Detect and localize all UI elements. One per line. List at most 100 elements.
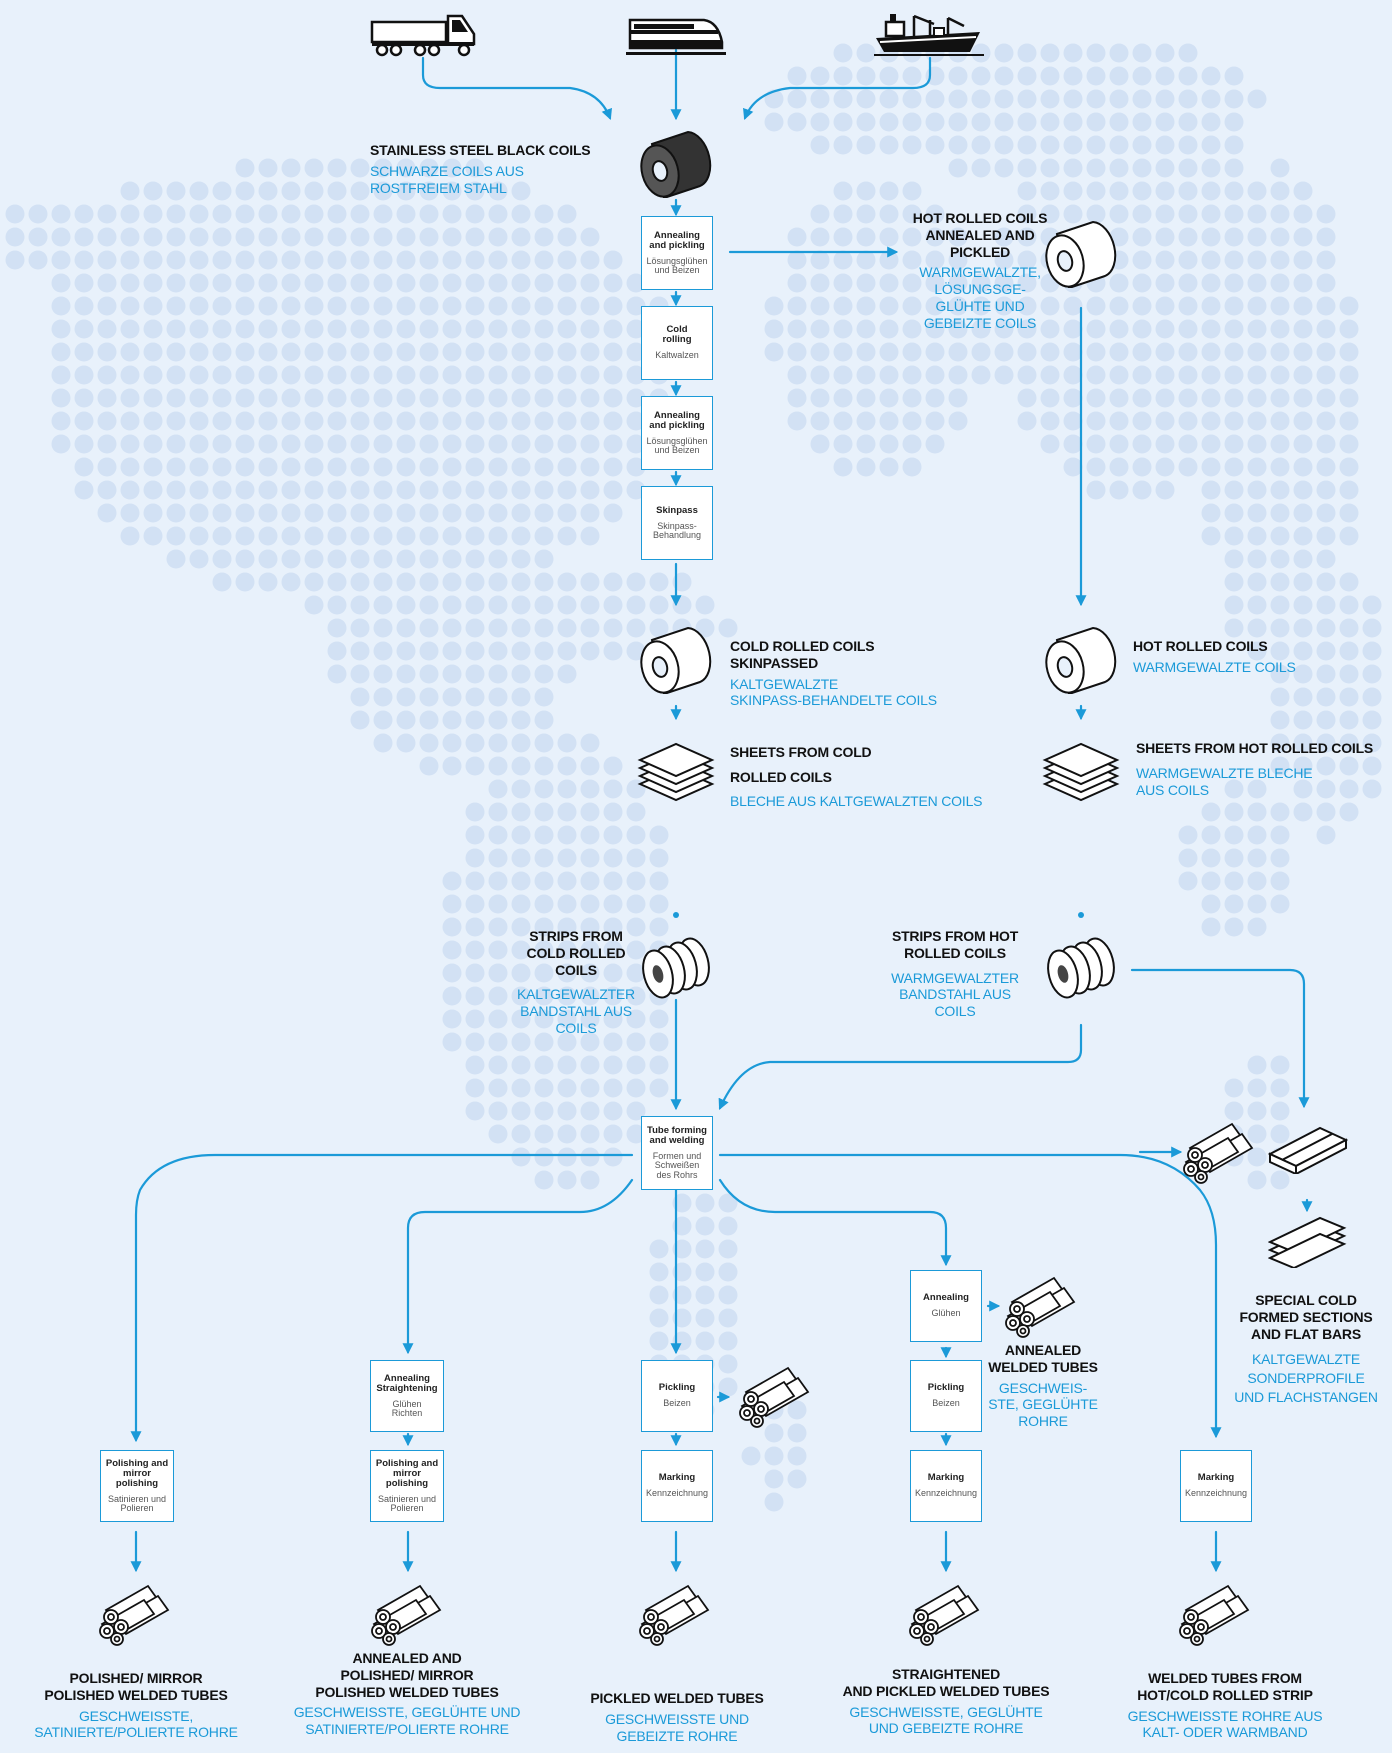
- map-dot: [1109, 89, 1129, 109]
- map-dot: [626, 825, 646, 845]
- map-dot: [373, 687, 393, 707]
- map-dot: [74, 434, 94, 454]
- map-dot: [557, 526, 577, 546]
- map-dot: [1155, 480, 1175, 500]
- map-dot: [1178, 43, 1198, 63]
- map-dot: [488, 618, 508, 638]
- map-dot: [695, 1239, 715, 1259]
- map-dot: [1178, 825, 1198, 845]
- map-dot: [557, 848, 577, 868]
- step-label: Tube forming and welding: [647, 1124, 707, 1146]
- map-dot: [833, 342, 853, 362]
- map-dot: [534, 618, 554, 638]
- map-dot: [534, 917, 554, 937]
- map-dot: [488, 871, 508, 891]
- map-dot: [1270, 595, 1290, 615]
- map-dot: [465, 595, 485, 615]
- map-dot: [1109, 365, 1129, 385]
- map-dot: [1293, 342, 1313, 362]
- map-dot: [994, 273, 1014, 293]
- map-dot: [1017, 66, 1037, 86]
- map-dot: [1339, 664, 1359, 684]
- map-dot: [810, 365, 830, 385]
- map-dot: [557, 1032, 577, 1052]
- map-dot: [1270, 480, 1290, 500]
- map-dot: [971, 319, 991, 339]
- map-dot: [879, 457, 899, 477]
- map-dot: [948, 89, 968, 109]
- map-dot: [396, 342, 416, 362]
- map-dot: [1270, 687, 1290, 707]
- map-dot: [419, 296, 439, 316]
- map-dot: [511, 848, 531, 868]
- map-dot: [465, 227, 485, 247]
- map-dot: [1109, 296, 1129, 316]
- map-dot: [511, 917, 531, 937]
- map-dot: [626, 457, 646, 477]
- map-dot: [1270, 296, 1290, 316]
- map-dot: [235, 250, 255, 270]
- map-dot: [488, 779, 508, 799]
- map-dot: [580, 825, 600, 845]
- map-dot: [465, 411, 485, 431]
- map-dot: [396, 411, 416, 431]
- map-dot: [304, 503, 324, 523]
- step-label-de: Satinieren und Polieren: [107, 1493, 167, 1513]
- step-label: Annealing: [923, 1292, 969, 1304]
- map-dot: [511, 526, 531, 546]
- step-polishing-b: Polishing and mirror polishing Satiniere…: [370, 1450, 444, 1522]
- map-dot: [511, 549, 531, 569]
- map-dot: [1201, 273, 1221, 293]
- map-dot: [649, 894, 669, 914]
- map-dot: [281, 181, 301, 201]
- map-dot: [1316, 342, 1336, 362]
- map-dot: [419, 250, 439, 270]
- map-dot: [1270, 411, 1290, 431]
- map-dot: [1339, 618, 1359, 638]
- map-dot: [1270, 181, 1290, 201]
- map-dot: [856, 342, 876, 362]
- map-dot: [603, 641, 623, 661]
- map-dot: [1201, 871, 1221, 891]
- map-dot: [580, 480, 600, 500]
- map-dot: [97, 342, 117, 362]
- map-dot: [511, 756, 531, 776]
- map-dot: [442, 503, 462, 523]
- map-dot: [419, 204, 439, 224]
- map-dot: [925, 273, 945, 293]
- map-dot: [419, 411, 439, 431]
- map-dot: [948, 296, 968, 316]
- map-dot: [258, 480, 278, 500]
- map-dot: [511, 894, 531, 914]
- map-dot: [350, 503, 370, 523]
- map-dot: [1086, 319, 1106, 339]
- map-dot: [1247, 342, 1267, 362]
- step-marking-b: Marking Kennzeichnung: [910, 1450, 982, 1522]
- map-dot: [1270, 1124, 1290, 1144]
- map-dot: [534, 480, 554, 500]
- map-dot: [879, 112, 899, 132]
- map-dot: [534, 273, 554, 293]
- map-dot: [1132, 43, 1152, 63]
- map-dot: [994, 66, 1014, 86]
- map-dot: [1293, 480, 1313, 500]
- map-dot: [1247, 365, 1267, 385]
- map-dot: [1316, 641, 1336, 661]
- map-dot: [534, 342, 554, 362]
- map-dot: [166, 204, 186, 224]
- map-dot: [465, 618, 485, 638]
- step-label-de: Satinieren und Polieren: [377, 1493, 437, 1513]
- map-dot: [1132, 112, 1152, 132]
- map-dot: [1362, 756, 1382, 776]
- map-dot: [373, 342, 393, 362]
- map-dot: [1339, 365, 1359, 385]
- hot-coil-icon: [1045, 626, 1117, 694]
- map-dot: [902, 296, 922, 316]
- map-dot: [580, 1124, 600, 1144]
- label-en: WELDED TUBES FROM HOT/COLD ROLLED STRIP: [1137, 1670, 1313, 1703]
- map-dot: [534, 802, 554, 822]
- map-dot: [1155, 227, 1175, 247]
- map-dot: [1132, 273, 1152, 293]
- map-dot: [281, 227, 301, 247]
- map-dot: [534, 503, 554, 523]
